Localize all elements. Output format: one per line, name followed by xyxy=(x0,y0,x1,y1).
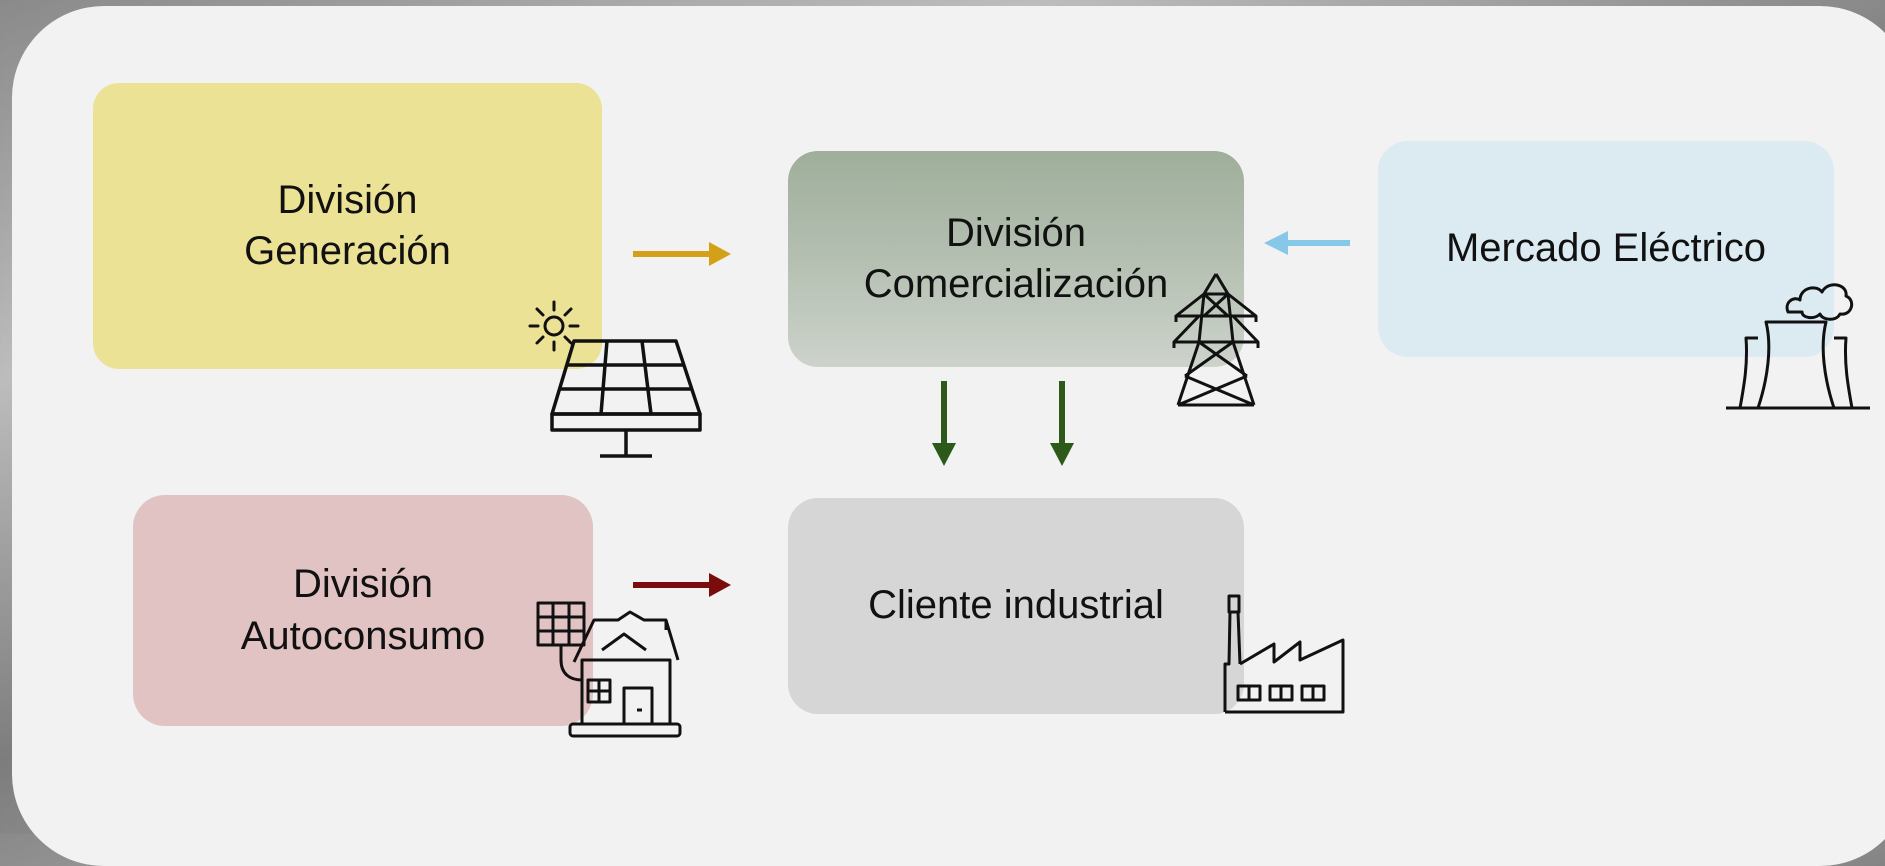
solar-panel-icon xyxy=(550,339,702,458)
node-label: División Comercialización xyxy=(863,210,1169,306)
arrow-autoconsumo-to-cliente xyxy=(633,573,731,597)
cooling-tower-icon xyxy=(1726,283,1870,410)
node-division-comercializacion: División Comercialización xyxy=(788,151,1244,367)
arrow-comercializacion-to-cliente-1 xyxy=(932,381,956,466)
node-label: División Generación xyxy=(244,177,451,273)
sun-icon xyxy=(528,300,580,352)
node-cliente-industrial: Cliente industrial xyxy=(788,498,1244,714)
edges-layer xyxy=(633,231,1350,597)
node-label: Mercado Eléctrico xyxy=(1445,226,1767,271)
solar-house-icon xyxy=(536,601,682,738)
node-mercado-electrico: Mercado Eléctrico xyxy=(1378,141,1834,357)
node-division-generacion: División Generación xyxy=(93,83,602,369)
arrow-comercializacion-to-cliente-2 xyxy=(1050,381,1074,466)
arrow-generacion-to-comercializacion xyxy=(633,242,731,266)
power-tower-icon xyxy=(1172,273,1260,407)
arrow-mercado-to-comercializacion xyxy=(1264,231,1350,255)
node-label: Cliente industrial xyxy=(868,583,1164,628)
node-division-autoconsumo: División Autoconsumo xyxy=(133,495,593,726)
factory-icon xyxy=(1223,594,1345,714)
node-label: División Autoconsumo xyxy=(240,562,486,658)
